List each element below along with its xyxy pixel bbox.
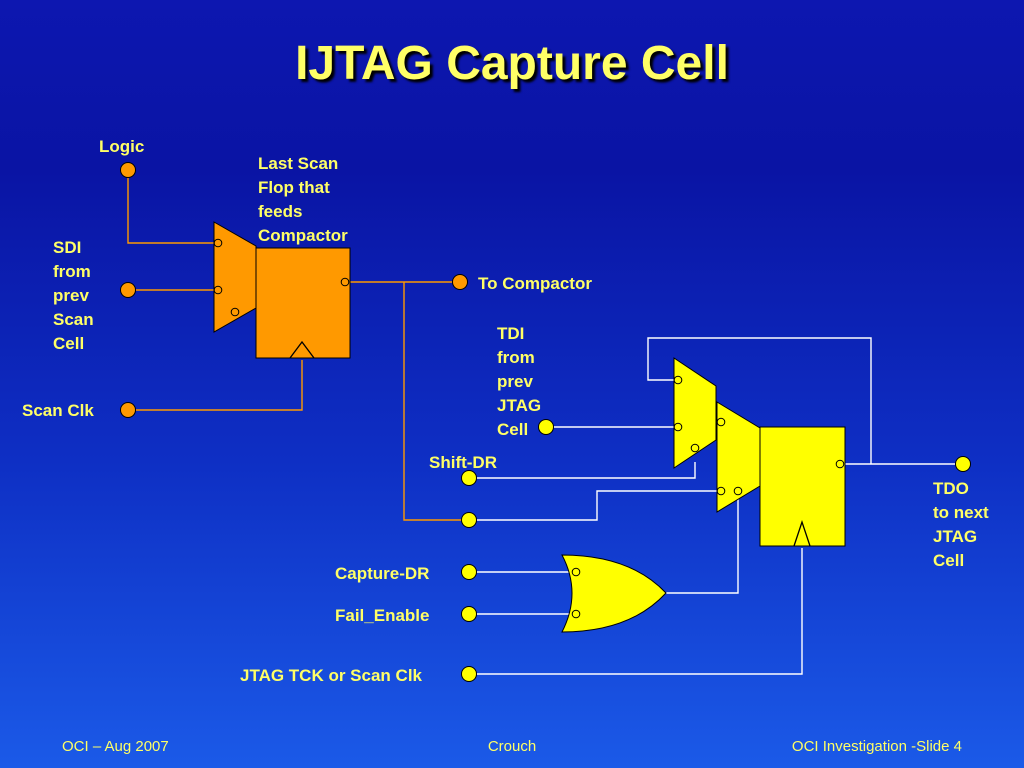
shift-dr-terminal (461, 470, 477, 486)
jtag-section (461, 337, 971, 682)
scan-flop-clock (289, 340, 315, 359)
scan-section (120, 162, 468, 521)
shift-dr-wire (476, 462, 696, 479)
or-gate (561, 554, 667, 633)
logic-wire (127, 178, 214, 244)
fail-enable-terminal (461, 606, 477, 622)
or-output-wire (666, 491, 739, 594)
mux-input-sdi (213, 285, 223, 295)
tck-wire (476, 548, 803, 675)
mux1-select (690, 443, 700, 453)
label-fail-enable: Fail_Enable (335, 606, 429, 625)
logic-terminal (120, 162, 136, 178)
or-input-fail (571, 609, 581, 619)
mux2-input-a (716, 417, 726, 427)
tdo-terminal (955, 456, 971, 472)
compactor-terminal (452, 274, 468, 290)
labels: Logic Last Scan Flop that feeds Compacto… (22, 137, 993, 685)
label-jtag-tck: JTAG TCK or Scan Clk (240, 666, 423, 685)
label-tdo: TDO to next JTAG Cell (933, 479, 993, 570)
label-to-compactor: To Compactor (478, 274, 592, 293)
scan-clk-wire (135, 360, 303, 411)
label-scan-clk: Scan Clk (22, 401, 94, 420)
mux1-input-loop (673, 375, 683, 385)
sdi-terminal (120, 282, 136, 298)
mux1-input-tdi (673, 422, 683, 432)
footer-date: OCI – Aug 2007 (62, 738, 169, 755)
jtag-mux-1 (673, 357, 717, 469)
scan-clk-terminal (120, 402, 136, 418)
mux-input-logic (213, 238, 223, 248)
label-sdi: SDI from prev Scan Cell (53, 238, 98, 353)
capture-dr-terminal (461, 564, 477, 580)
scan-flop-output (340, 277, 350, 287)
tdo-loop-wire (647, 337, 872, 464)
label-logic: Logic (99, 137, 144, 156)
capture-path-wire (476, 490, 717, 521)
footer-author: Crouch (487, 738, 537, 755)
label-last-scan: Last Scan Flop that feeds Compactor (258, 154, 348, 245)
mux2-select (733, 486, 743, 496)
footer-slide-number: OCI Investigation -Slide 4 (791, 738, 962, 755)
jtag-flop (759, 426, 846, 547)
jtag-tck-terminal (461, 666, 477, 682)
jtag-flop-clock (793, 519, 811, 547)
capture-path-terminal (461, 512, 477, 528)
label-shift-dr: Shift-DR (429, 453, 497, 472)
tdi-terminal (538, 419, 554, 435)
slide-title: IJTAG Capture Cell (295, 37, 729, 90)
scan-flop (255, 247, 351, 359)
mux2-input-b (716, 486, 726, 496)
jtag-flop-output (835, 459, 845, 469)
feedback-wire (403, 282, 462, 521)
mux-select (230, 307, 240, 317)
label-tdi: TDI from prev JTAG Cell (497, 324, 546, 439)
or-input-capture (571, 567, 581, 577)
label-capture-dr: Capture-DR (335, 564, 429, 583)
